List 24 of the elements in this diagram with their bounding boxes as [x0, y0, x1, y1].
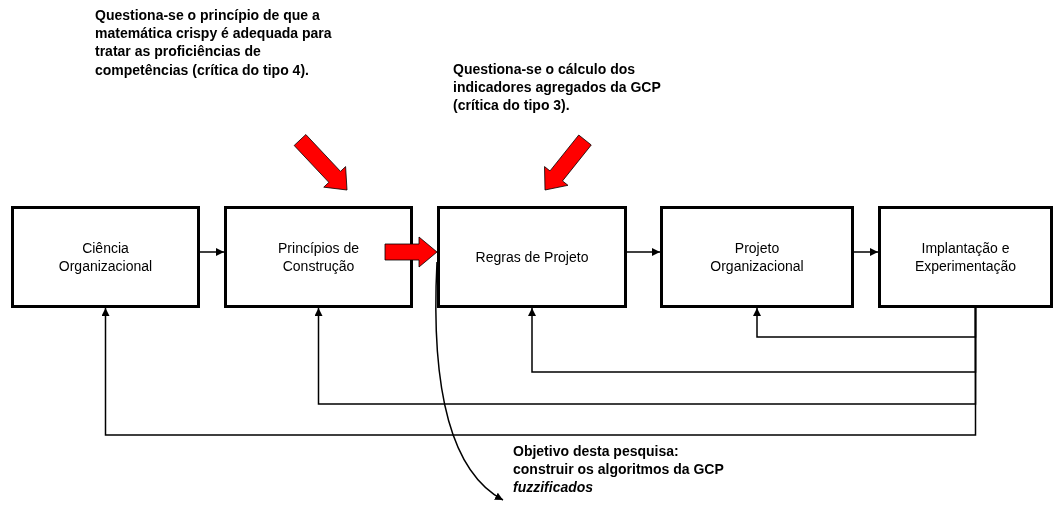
arrow — [528, 307, 977, 373]
arrow — [753, 307, 977, 338]
box-label: Projeto Organizacional — [709, 238, 805, 276]
block-arrow — [293, 134, 348, 191]
arrow — [101, 307, 977, 436]
block-arrow — [384, 236, 438, 268]
process-box — [224, 206, 413, 308]
process-box — [437, 206, 627, 308]
arrow — [314, 307, 977, 405]
process-box — [11, 206, 200, 308]
box-label: Princípios de Construção — [277, 238, 360, 276]
annotation-text: Objetivo desta pesquisa: construir os algoritmos da GCP fuzzificados — [513, 442, 738, 497]
annotation-text: Questiona-se o cálculo dos indicadores agregados da GCP (crítica do tipo 3). — [453, 60, 708, 115]
box-label: Regras de Projeto — [475, 247, 589, 267]
arrow — [199, 248, 225, 256]
box-label: Ciência Organizacional — [57, 238, 154, 276]
annotation-text: Questiona-se o princípio de que a matemática crispy é adequada para tratar as proficiências de competências (crítica do tipo 4). — [95, 6, 340, 79]
arrow — [626, 248, 661, 256]
arrow — [435, 261, 504, 501]
process-box — [660, 206, 854, 308]
block-arrow — [544, 134, 592, 191]
box-label: Implantação e Experimentação — [913, 238, 1018, 276]
arrow — [853, 248, 879, 256]
process-box — [878, 206, 1053, 308]
